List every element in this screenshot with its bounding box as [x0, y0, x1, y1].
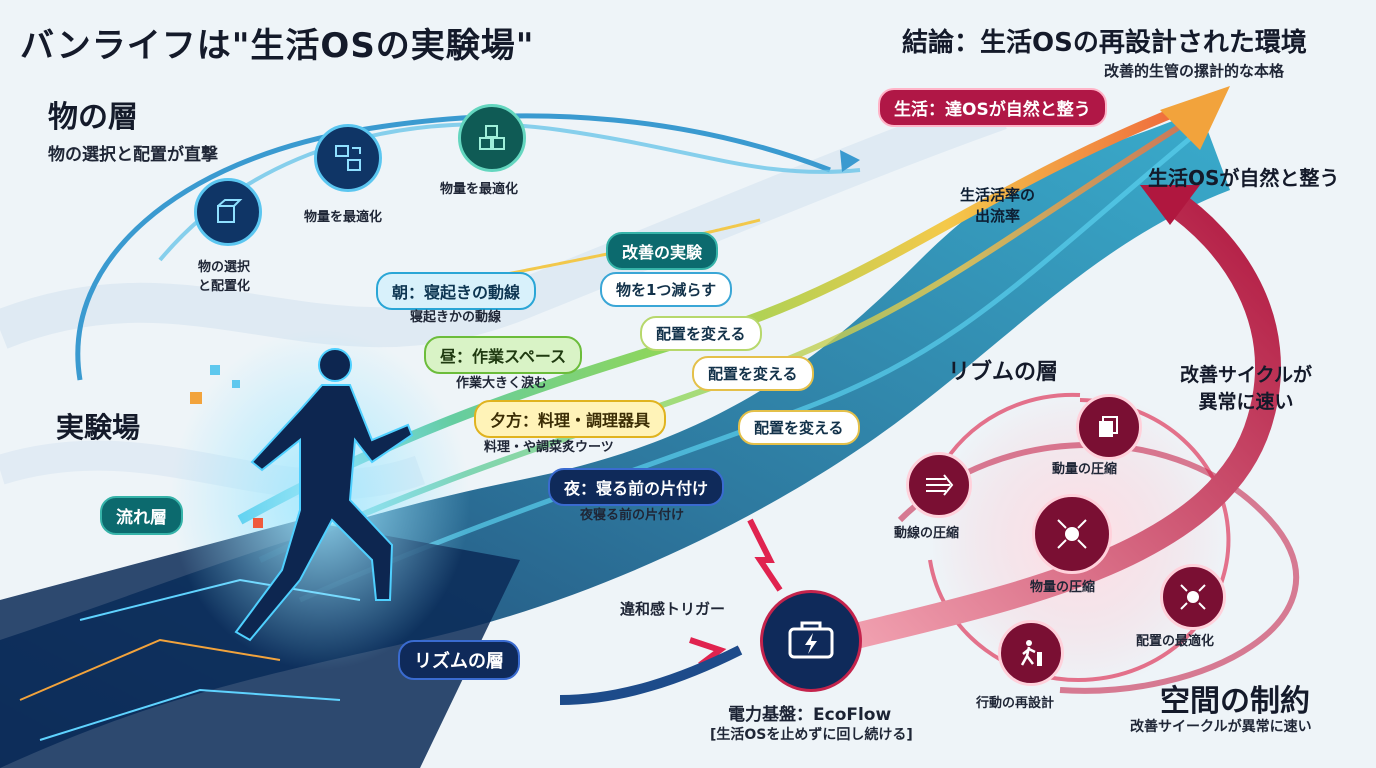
mono-icon-label-3: 物量を最適化 [440, 182, 519, 197]
main-title: バンライフは"生活OSの実験場" [20, 26, 535, 66]
mono-icon-label-2: 物量を最適化 [304, 210, 383, 225]
time-sub-evening: 料理・や調菜炙ウーツ [484, 440, 614, 455]
rhythm-node-label-5: 行動の再設計 [976, 696, 1055, 711]
lab-label: 実験場 [56, 411, 141, 444]
rhythm-layer-pill: リズムの層 [398, 640, 520, 680]
discomfort-trigger-label: 違和感トリガー [620, 600, 726, 618]
rhythm-heading: リブムの層 [948, 360, 1059, 385]
time-sub-noon: 作業大きく淚む [456, 376, 548, 391]
conclusion-subheading: 改善的生管の摞計的な本格 [1104, 62, 1285, 80]
time-pill-night: 夜：寝る前の片付け [548, 468, 725, 506]
rhythm-node-label-2: 動線の圧縮 [894, 526, 960, 541]
conclusion-right-label: 生活OSが自然と整う [1148, 166, 1340, 190]
power-sub: [生活OSを止めずに回し続ける] [710, 727, 913, 743]
cubes-icon [458, 104, 526, 172]
compress-icon [1032, 494, 1112, 574]
time-pill-evening: 夕方：料理・調理器具 [474, 400, 667, 438]
power-label: 電力基盤：EcoFlow [728, 705, 892, 725]
change-layout-pill-2: 配置を変える [692, 356, 814, 391]
flow-rate-label: 生活活率の 出流率 [960, 186, 1036, 225]
change-layout-pill-3: 配置を変える [738, 410, 860, 445]
space-constraint-heading: 空間の制約 [1160, 684, 1310, 719]
rhythm-node-label-1: 動量の圧縮 [1052, 462, 1118, 477]
mono-layer-sub: 物の選択と配置が直撃 [48, 145, 218, 165]
target-icon [1160, 564, 1226, 630]
box-icon [194, 178, 262, 246]
flow-lines-icon [906, 452, 972, 518]
rhythm-node-label-4: 配置の最適化 [1136, 634, 1215, 649]
time-sub-morning: 寝起きかの動線 [410, 310, 502, 325]
time-sub-night: 夜寝る前の片付け [580, 508, 685, 523]
flow-layer-pill: 流れ層 [100, 496, 183, 535]
mono-layer-heading: 物の層 [48, 100, 138, 135]
time-pill-noon: 昼：作業スペース [424, 336, 583, 374]
conclusion-pill: 生活：達OSが自然と整う [878, 88, 1107, 127]
mono-icon-label-1: 物の選択 と配置化 [198, 260, 251, 294]
walking-person-icon [998, 620, 1064, 686]
conclusion-heading: 結論：生活OSの再設計された環境 [902, 28, 1307, 58]
swap-icon [314, 124, 382, 192]
change-layout-pill-1: 配置を変える [640, 316, 762, 351]
layers-icon [1076, 394, 1142, 460]
battery-icon [760, 590, 862, 692]
cycle-speed-label: 改善サイクルが 異常に速い [1180, 364, 1313, 413]
time-pill-morning: 朝：寝起きの動線 [376, 272, 537, 310]
reduce-item-pill: 物を1つ減らす [600, 272, 733, 307]
rhythm-node-label-3: 物量の圧縮 [1030, 580, 1096, 595]
kaizen-experiment-pill: 改善の実験 [606, 232, 719, 270]
space-constraint-sub: 改善サイークルが異常に速い [1130, 719, 1312, 735]
